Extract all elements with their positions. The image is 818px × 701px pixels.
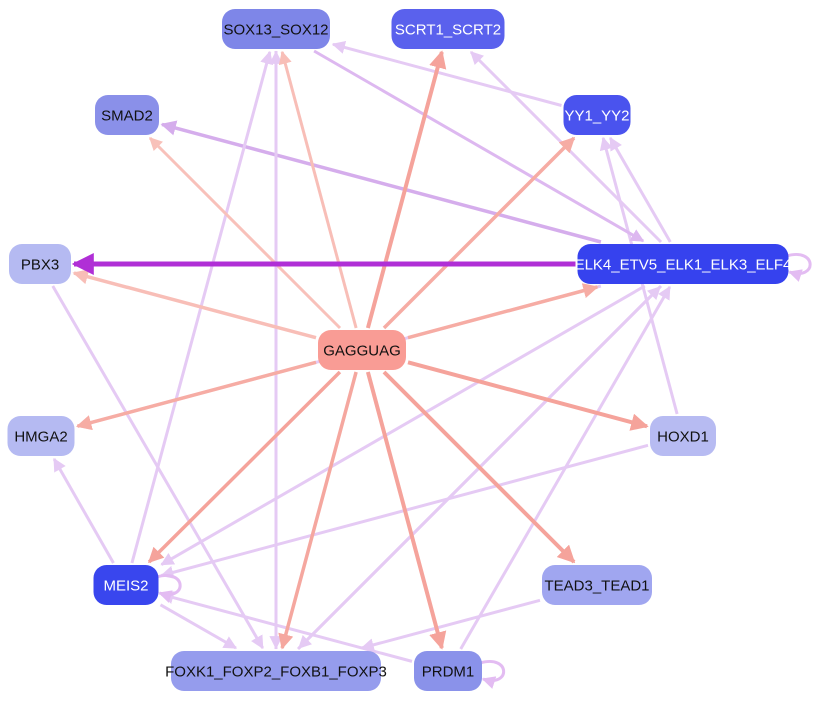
edge-GAGGUAG-FOXK1_FOXP2_FOXB1_FOXP3 xyxy=(278,371,358,650)
node-TEAD3_TEAD1[interactable]: TEAD3_TEAD1 xyxy=(542,565,652,605)
node-shape[interactable] xyxy=(222,9,330,49)
node-shape[interactable] xyxy=(650,416,716,456)
node-ELK4_ETV5_ELK1_ELK3_ELF4[interactable]: ELK4_ETV5_ELK1_ELK3_ELF4 xyxy=(575,244,792,284)
node-shape[interactable] xyxy=(171,651,381,691)
edge-GAGGUAG-SMAD2 xyxy=(148,136,342,330)
edge-MEIS2-self xyxy=(156,574,182,603)
edge-GAGGUAG-PRDM1 xyxy=(365,371,447,650)
node-SCRT1_SCRT2[interactable]: SCRT1_SCRT2 xyxy=(391,9,505,49)
node-PBX3[interactable]: PBX3 xyxy=(9,244,71,284)
node-shape[interactable] xyxy=(93,565,159,605)
node-SOX13_SOX12[interactable]: SOX13_SOX12 xyxy=(222,9,330,49)
node-shape[interactable] xyxy=(577,244,789,284)
edge-YY1_YY2-SOX13_SOX12 xyxy=(331,40,562,107)
node-shape[interactable] xyxy=(95,95,159,135)
edge-PRDM1-self xyxy=(479,660,506,689)
node-shape[interactable] xyxy=(542,565,652,605)
node-SMAD2[interactable]: SMAD2 xyxy=(95,95,159,135)
edge-GAGGUAG-MEIS2 xyxy=(147,370,342,564)
node-YY1_YY2[interactable]: YY1_YY2 xyxy=(563,95,631,135)
node-HMGA2[interactable]: HMGA2 xyxy=(7,416,75,456)
edge-MEIS2-HMGA2 xyxy=(52,457,115,564)
edge-GAGGUAG-HOXD1 xyxy=(407,360,649,431)
node-shape[interactable] xyxy=(563,95,631,135)
edge-GAGGUAG-SOX13_SOX12 xyxy=(278,50,358,329)
node-shape[interactable] xyxy=(9,244,71,284)
edge-GAGGUAG-SCRT1_SCRT2 xyxy=(365,50,447,329)
node-shape[interactable] xyxy=(7,416,75,456)
node-shape[interactable] xyxy=(414,651,482,691)
node-HOXD1[interactable]: HOXD1 xyxy=(650,416,716,456)
node-MEIS2[interactable]: MEIS2 xyxy=(93,565,159,605)
edge-ELK4_ETV5_ELK1_ELK3_ELF4-MEIS2 xyxy=(160,284,646,566)
edge-GAGGUAG-YY1_YY2 xyxy=(382,136,576,330)
edge-PBX3-FOXK1_FOXP2_FOXB1_FOXP3 xyxy=(51,285,264,650)
edge-GAGGUAG-PBX3 xyxy=(72,269,317,340)
edge-MEIS2-FOXK1_FOXP2_FOXB1_FOXP3 xyxy=(159,603,238,650)
node-GAGGUAG[interactable]: GAGGUAG xyxy=(318,330,406,370)
edge-SOX13_SOX12-ELK4_ETV5_ELK1_ELK3_ELF4 xyxy=(313,49,645,243)
edge-TEAD3_TEAD1-FOXK1_FOXP2_FOXB1_FOXP3 xyxy=(360,598,541,652)
edge-GAGGUAG-HMGA2 xyxy=(76,360,317,431)
node-PRDM1[interactable]: PRDM1 xyxy=(414,651,482,691)
edge-GAGGUAG-ELK4_ETV5_ELK1_ELK3_ELF4 xyxy=(407,283,599,340)
edge-GAGGUAG-TEAD3_TEAD1 xyxy=(382,370,576,564)
node-FOXK1_FOXP2_FOXB1_FOXP3[interactable]: FOXK1_FOXP2_FOXB1_FOXP3 xyxy=(165,651,387,691)
node-shape[interactable] xyxy=(318,330,406,370)
edge-ELK4_ETV5_ELK1_ELK3_ELF4-YY1_YY2 xyxy=(608,136,672,243)
edge-ELK4_ETV5_ELK1_ELK3_ELF4-self xyxy=(786,253,812,282)
edge-PRDM1-ELK4_ETV5_ELK1_ELK3_ELF4 xyxy=(459,285,672,650)
edge-ELK4_ETV5_ELK1_ELK3_ELF4-SMAD2 xyxy=(160,120,602,244)
node-shape[interactable] xyxy=(391,9,505,49)
